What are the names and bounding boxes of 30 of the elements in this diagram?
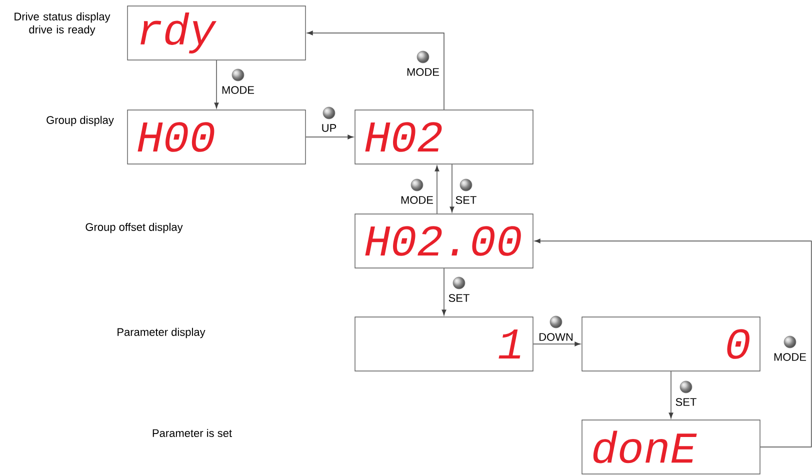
segment-display: H00	[127, 110, 306, 164]
arrow	[668, 370, 674, 418]
edge-label: MODE	[401, 196, 434, 204]
arrow	[306, 134, 354, 140]
row-label: Parameter display	[118, 328, 206, 338]
segment-display: 0	[582, 316, 760, 372]
arrow	[533, 342, 580, 346]
edge-label: MODE	[774, 353, 806, 361]
edge-label: SET	[456, 196, 476, 204]
segment-display: 1	[354, 316, 534, 372]
arrow	[307, 30, 444, 110]
edge-label: MODE	[222, 86, 254, 94]
row-label: Parameter is set	[152, 428, 232, 438]
row-label: Drive status display drive is ready	[14, 12, 110, 36]
segment-display: donE	[582, 420, 760, 474]
edge-label: DOWN	[540, 333, 573, 341]
arrow	[534, 238, 812, 448]
segment-display: rdy	[127, 6, 306, 60]
edge-label: MODE	[407, 68, 440, 76]
row-label: Group offset display	[86, 222, 183, 234]
edge-label: UP	[322, 124, 336, 132]
edge-label: SET	[676, 398, 696, 406]
edge-label: SET	[448, 294, 470, 302]
segment-display: H02	[354, 110, 534, 164]
arrow	[434, 166, 440, 214]
arrow	[450, 164, 454, 212]
arrow	[442, 268, 446, 316]
arrow	[214, 60, 219, 108]
row-label: Group display	[46, 116, 114, 126]
segment-display: H02.00	[354, 214, 534, 268]
